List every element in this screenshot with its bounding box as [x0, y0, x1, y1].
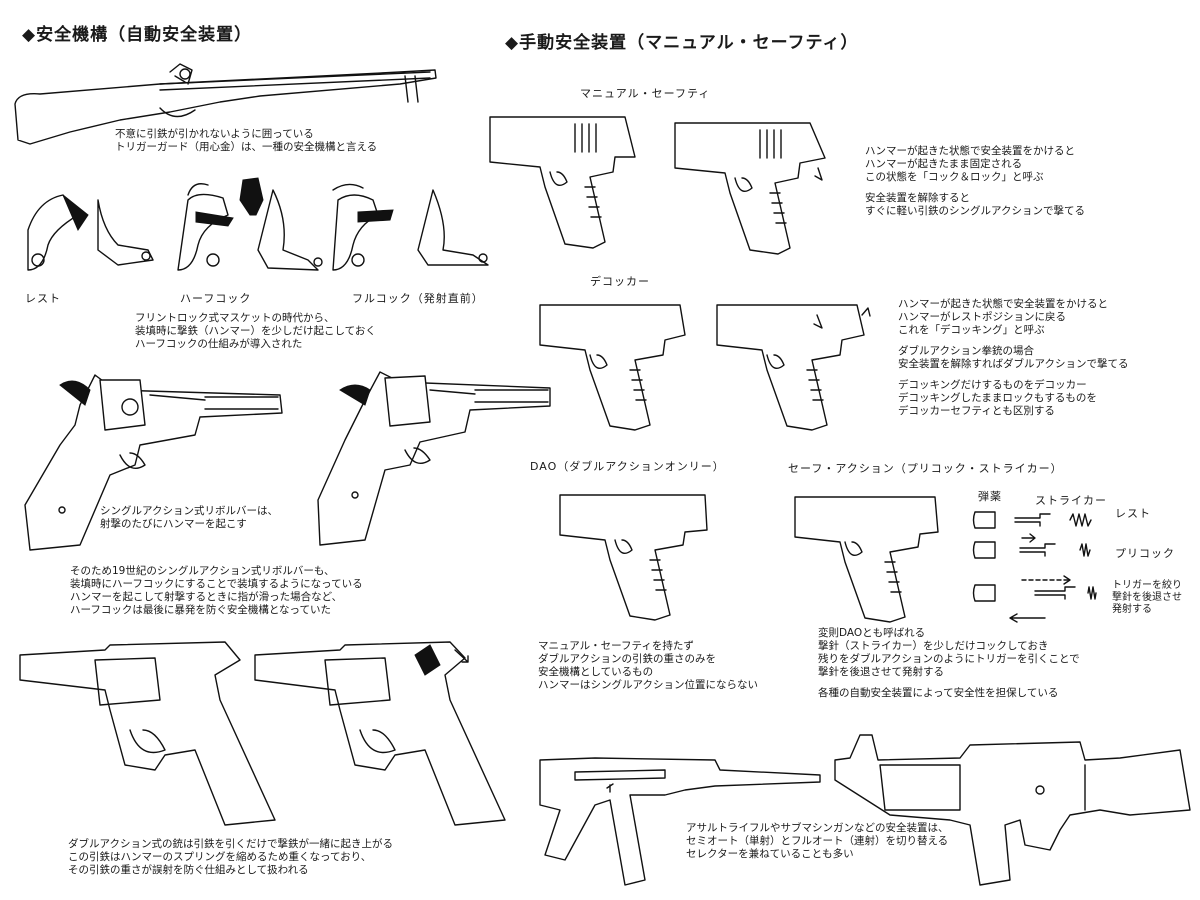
flintlock-label-full-cock: フルコック（発射直前） — [352, 290, 484, 306]
flintlock-note: フリントロック式マスケットの時代から、装填時に撃鉄（ハンマー）を少しだけ起こして… — [135, 312, 376, 351]
decocker-pistol-2-drawing — [712, 300, 882, 435]
safe-action-label: セーフ・アクション（プリコック・ストライカー） — [788, 460, 1063, 476]
striker-state-rest: レスト — [1115, 505, 1151, 521]
flintlock-label-half-cock: ハーフコック — [180, 290, 251, 306]
flintlock-label-rest: レスト — [25, 290, 61, 306]
sa-revolver-2-drawing — [310, 360, 555, 550]
da-revolver-2-drawing — [250, 630, 510, 830]
rifle-note: アサルトライフルやサブマシンガンなどの安全装置は、セミオート（単射）とフルオート… — [686, 822, 949, 861]
left-title: ◆安全機構（自動安全装置） — [22, 20, 252, 45]
manual-safety-label: マニュアル・セーフティ — [580, 85, 710, 101]
striker-state-precock: プリコック — [1115, 545, 1175, 561]
dao-note: マニュアル・セーフティを持たずダブルアクションの引鉄の重さのみを安全機構としてい… — [538, 640, 758, 692]
da-revolver-1-drawing — [15, 630, 260, 830]
decocker-pistol-1-drawing — [535, 300, 700, 435]
striker-diagram — [970, 500, 1110, 625]
musket-note: 不意に引鉄が引かれないように囲っているトリガーガード（用心金）は、一種の安全機構… — [115, 128, 377, 154]
revolver-history-note: そのため19世紀のシングルアクション式リボルバーも、装填時にハーフコックにするこ… — [70, 565, 363, 617]
trigger-note: トリガーを絞り撃針を後退させ発射する — [1112, 580, 1182, 616]
manual-safety-pistol-1-drawing — [485, 112, 645, 252]
safe-action-note: 変則DAOとも呼ばれる撃針（ストライカー）を少しだけコックしておき残りをダブルア… — [818, 627, 1080, 700]
da-revolver-note: ダブルアクション式の銃は引鉄を引くだけで撃鉄が一緒に起き上がるこの引鉄はハンマー… — [68, 838, 393, 877]
ar-rifle-drawing — [830, 730, 1195, 890]
flintlock-sequence-drawing — [18, 170, 498, 285]
ak-rifle-drawing — [535, 750, 825, 890]
dao-pistol-drawing — [555, 490, 720, 625]
decocker-label: デコッカー — [590, 273, 650, 289]
right-title: ◆手動安全装置（マニュアル・セーフティ） — [505, 28, 859, 53]
manual-safety-pistol-2-drawing — [670, 118, 840, 258]
manual-safety-note: ハンマーが起きた状態で安全装置をかけるとハンマーが起きたまま固定されるこの状態を… — [865, 145, 1085, 218]
decocker-note: ハンマーが起きた状態で安全装置をかけるとハンマーがレストポジションに戻るこれを「… — [898, 298, 1128, 418]
sa-revolver-note: シングルアクション式リボルバーは、射撃のたびにハンマーを起こす — [100, 505, 278, 531]
safe-action-pistol-drawing — [790, 492, 950, 627]
dao-label: DAO（ダブルアクションオンリー） — [530, 458, 725, 474]
